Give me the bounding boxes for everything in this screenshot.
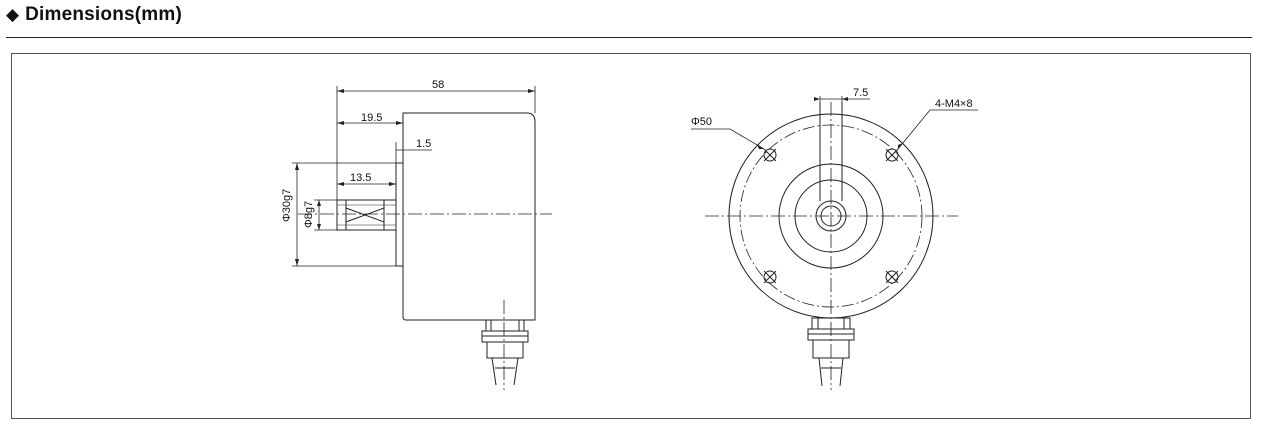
front-arrowheads — [757, 97, 903, 149]
dim-keyway-width: 7.5 — [853, 87, 868, 99]
shaft — [336, 199, 397, 231]
section-header: ◆ Dimensions(mm) — [6, 2, 182, 28]
dim-flange-offset: 19.5 — [361, 112, 382, 124]
section-title: Dimensions(mm) — [25, 4, 183, 25]
side-arrowheads — [295, 89, 535, 266]
flange — [395, 162, 404, 267]
dim-spigot-diameter: Φ30g7 — [281, 189, 293, 222]
mounting-holes — [763, 148, 899, 284]
dim-overall-length: 58 — [432, 79, 444, 91]
front-view — [691, 96, 978, 390]
drawing-frame — [11, 53, 1251, 419]
dim-bolt-circle: Φ50 — [691, 116, 712, 128]
dim-flange-thickness: 1.5 — [416, 138, 431, 150]
header-divider — [6, 37, 1252, 38]
dim-shaft-diameter: Φ8g7 — [303, 201, 315, 228]
diamond-icon: ◆ — [6, 4, 20, 25]
dim-shaft-length: 13.5 — [350, 172, 371, 184]
side-view — [292, 86, 552, 390]
dim-mounting-holes: 4-M4×8 — [935, 98, 973, 110]
housing-outline — [402, 112, 536, 321]
front-cable-gland — [807, 317, 855, 387]
side-cable-gland — [481, 319, 529, 386]
